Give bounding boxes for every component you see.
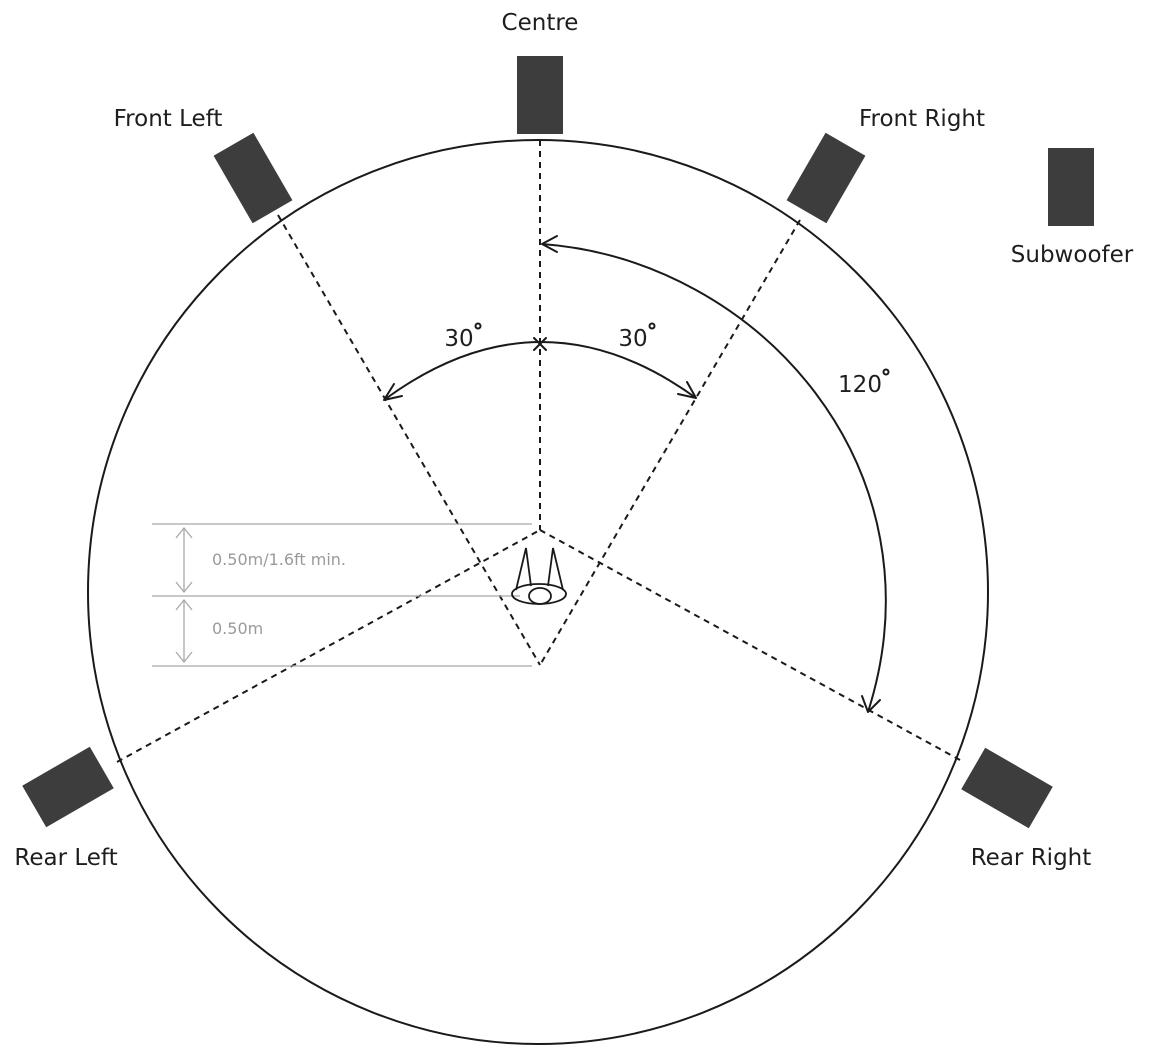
dimension-upper-label: 0.50m/1.6ft min. bbox=[212, 550, 346, 569]
label-front-right: Front Right bbox=[859, 106, 985, 132]
label-rear-right: Rear Right bbox=[971, 845, 1092, 871]
angle-label-rear: 120 bbox=[838, 372, 882, 398]
label-centre: Centre bbox=[502, 10, 579, 36]
dimension-lower-label: 0.50m bbox=[212, 619, 263, 638]
placement-circle bbox=[87, 139, 989, 1045]
ray-rear-right bbox=[539, 529, 961, 761]
arrowhead-right bbox=[677, 381, 697, 399]
angle-label-left: 30 bbox=[444, 326, 473, 352]
label-front-left: Front Left bbox=[114, 106, 223, 132]
listener-icon bbox=[511, 547, 567, 605]
degree-mark-left bbox=[474, 322, 482, 330]
degree-mark-right bbox=[648, 322, 656, 330]
rear-angle-arc bbox=[541, 243, 887, 713]
degree-mark-rear bbox=[882, 368, 890, 376]
rear-left-speaker bbox=[22, 746, 114, 828]
front-left-speaker bbox=[213, 132, 293, 224]
front-angle-arc bbox=[383, 341, 697, 401]
subwoofer-speaker bbox=[1048, 148, 1094, 226]
dim-upper-arrow-bottom bbox=[175, 581, 193, 594]
ray-front-left bbox=[277, 214, 541, 666]
rear-right-speaker bbox=[961, 747, 1053, 829]
centre-speaker bbox=[517, 56, 563, 134]
dim-lower-arrow-bottom bbox=[175, 651, 193, 664]
front-right-speaker bbox=[786, 132, 866, 224]
dim-lower-arrow-top bbox=[175, 598, 193, 611]
dim-upper-arrow-top bbox=[175, 526, 193, 539]
arrowhead-left bbox=[383, 383, 403, 401]
label-rear-left: Rear Left bbox=[14, 845, 117, 871]
arrowhead-bottom bbox=[861, 695, 881, 713]
arrowhead-top bbox=[541, 235, 558, 253]
arc-centre-tick-b bbox=[533, 337, 547, 351]
ray-front-right bbox=[539, 219, 801, 666]
ray-rear-left bbox=[116, 529, 541, 763]
label-subwoofer: Subwoofer bbox=[1011, 242, 1134, 268]
angle-label-right: 30 bbox=[618, 326, 647, 352]
